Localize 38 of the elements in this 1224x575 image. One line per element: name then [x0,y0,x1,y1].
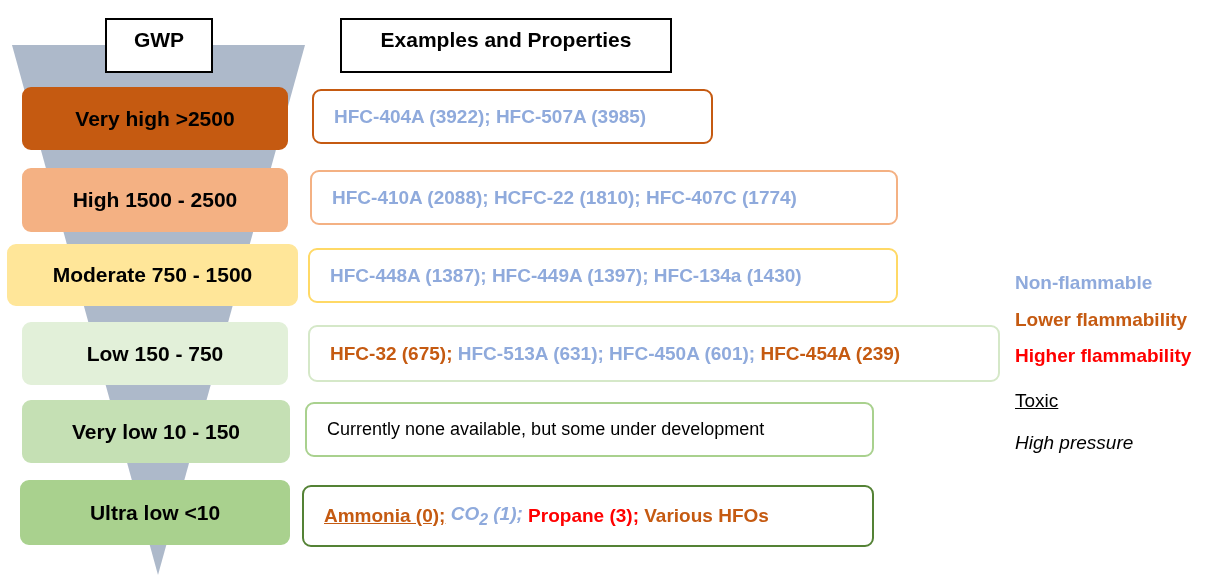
header-box [340,18,672,73]
band-label: Very high >2500 [75,106,235,131]
examples-box [305,402,874,457]
examples-box [310,170,898,225]
header-text: Examples and Properties [380,28,632,52]
header-text: GWP [133,28,185,52]
gwp-band [22,87,288,150]
legend-text: High pressure [1015,432,1134,454]
header-box [105,18,213,73]
refrigerant-text: HFC-404A (3922); HFC-507A (3985) [334,105,647,128]
legend-text: Non-flammable [1015,272,1153,294]
examples-box [308,325,1000,382]
refrigerant-text: HFC-513A (631); HFC-450A (601); [456,342,756,365]
legend-text: Higher flammability [1015,345,1192,367]
refrigerant-text: HFC-32 (675); [330,342,453,365]
refrigerant-text: HFC-448A (1387); HFC-449A (1397); HFC-134a (1430) [330,264,802,287]
legend-text: Toxic [1015,390,1059,412]
band-label: Moderate 750 - 1500 [52,263,253,287]
refrigerant-text: Propane (3); [527,505,639,527]
examples-box [308,248,898,303]
refrigerant-text: CO$_{2}$ (1); [449,503,523,529]
gwp-band [20,480,290,545]
band-label: Very low 10 - 150 [71,419,241,444]
refrigerant-text: HFC-410A (2088); HCFC-22 (1810); HFC-407C (1774) [332,186,797,209]
refrigerant-text: Various HFOs [643,505,769,527]
gwp-band [22,400,290,463]
examples-box [302,485,874,547]
refrigerant-text: HFC-454A (239) [759,342,901,365]
note-text: Currently none available, but some under development [327,419,765,440]
examples-box [312,89,713,144]
band-label: Low 150 - 750 [86,341,224,366]
refrigerant-text: Ammonia (0); [324,505,446,527]
gwp-band [7,244,298,306]
gwp-band [22,322,288,385]
band-label: High 1500 - 2500 [72,188,238,212]
gwp-band [22,168,288,232]
legend-text: Lower flammability [1015,309,1188,331]
band-label: Ultra low <10 [89,500,221,525]
